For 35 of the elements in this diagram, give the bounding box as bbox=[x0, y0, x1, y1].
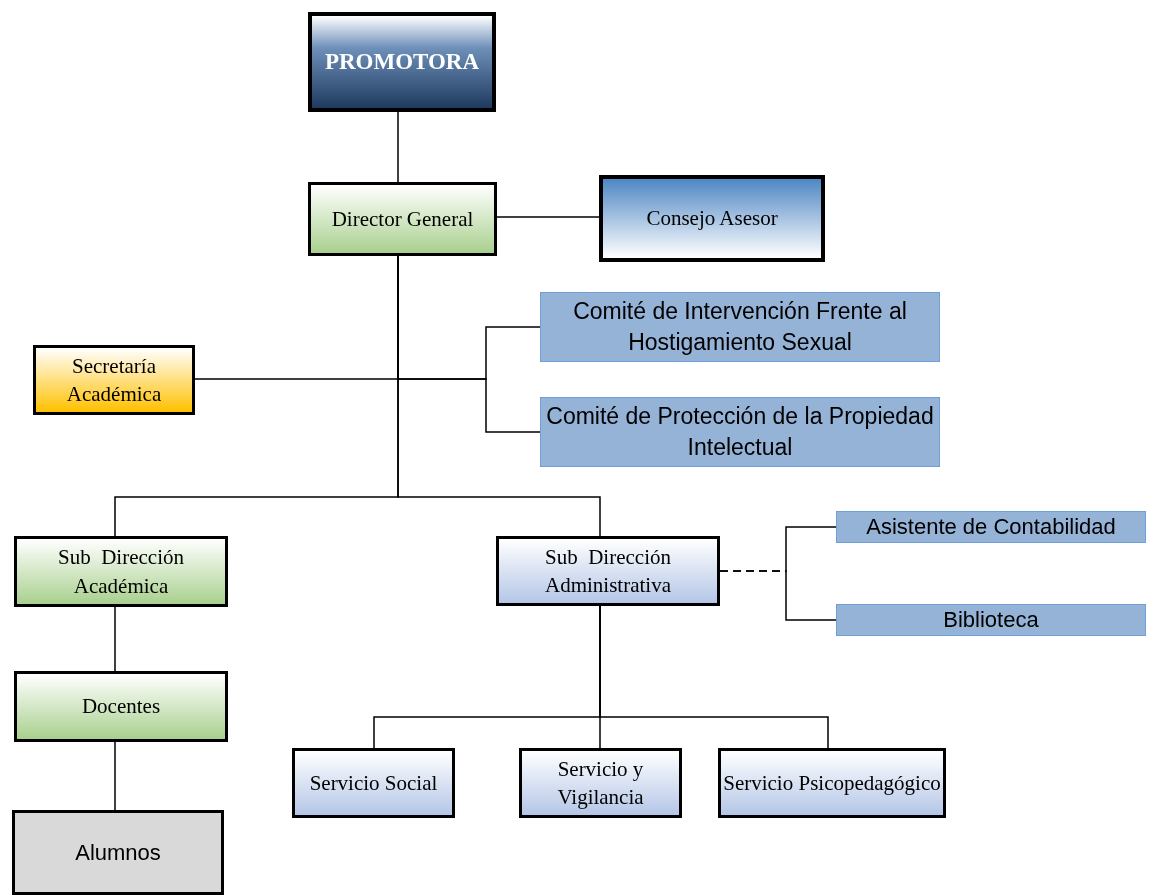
staff-box bbox=[836, 604, 1146, 636]
box-label: Sub Dirección Administrativa bbox=[544, 543, 672, 599]
box-label: Servicio Social bbox=[309, 769, 438, 797]
box-label: Alumnos bbox=[75, 838, 161, 867]
org-box bbox=[14, 536, 228, 607]
org-box bbox=[12, 810, 224, 895]
staff-box bbox=[836, 511, 1146, 543]
box-label: Director General bbox=[331, 205, 474, 233]
box-label: Docentes bbox=[81, 693, 161, 721]
connector-line bbox=[599, 605, 829, 749]
box-label: PROMOTORA bbox=[324, 48, 480, 77]
box-label: Sub Dirección Académica bbox=[57, 544, 185, 600]
committee-box bbox=[540, 292, 940, 362]
org-box bbox=[33, 345, 195, 415]
org-box bbox=[718, 748, 946, 818]
box-label: Biblioteca bbox=[943, 606, 1039, 635]
box-label: Servicio Psicopedagógico bbox=[723, 769, 941, 797]
org-box bbox=[519, 748, 682, 818]
org-box bbox=[308, 182, 497, 256]
box-label: Asistente de Contabilidad bbox=[866, 513, 1116, 542]
connector-line bbox=[397, 111, 399, 183]
connector-line bbox=[114, 741, 116, 811]
org-box bbox=[14, 671, 228, 742]
org-box bbox=[599, 175, 825, 262]
connector-line bbox=[114, 606, 116, 672]
box-label: Comité de Intervención Frente al Hostigamiento Sexual bbox=[572, 296, 908, 357]
box-label: Comité de Protección de la Propiedad Intelectual bbox=[545, 401, 935, 462]
box-label: Secretaría Académica bbox=[65, 352, 163, 408]
org-box bbox=[496, 536, 720, 606]
connector-line bbox=[496, 216, 600, 218]
box-label: Consejo Asesor bbox=[646, 205, 778, 233]
box-label: Servicio y Vigilancia bbox=[556, 755, 645, 811]
org-box bbox=[292, 748, 455, 818]
connector-line bbox=[719, 570, 837, 621]
title-box bbox=[308, 12, 496, 112]
